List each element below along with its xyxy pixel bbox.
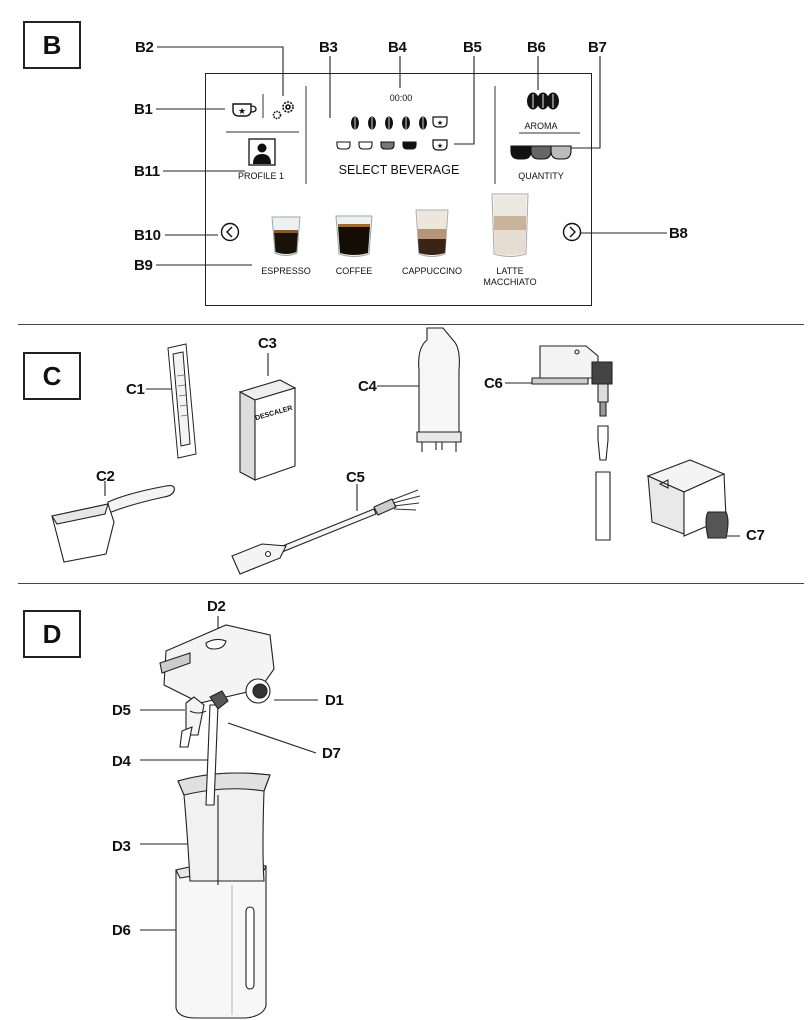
milk-tank-lid-icon — [159, 624, 275, 704]
callout-d1: D1 — [325, 692, 344, 709]
callout-b8: B8 — [669, 225, 688, 242]
beverage-latte-label-line1[interactable]: LATTE — [496, 266, 524, 276]
beverage-coffee-label[interactable]: COFFEE — [335, 266, 373, 276]
section-d-milk-carafe — [140, 616, 318, 1019]
section-label-c: C — [23, 352, 81, 400]
callout-b5: B5 — [463, 39, 482, 56]
strength-beans-icon — [351, 116, 427, 130]
callout-d3: D3 — [112, 838, 131, 855]
control-panel-screen: ★ ★ — [205, 73, 592, 306]
scroll-right-icon — [562, 222, 582, 242]
scroll-left-icon — [220, 222, 240, 242]
callout-b3: B3 — [319, 39, 338, 56]
b-leader-lines — [156, 46, 667, 266]
callout-b6: B6 — [527, 39, 546, 56]
callout-c3: C3 — [258, 335, 277, 352]
milk-spout-icon — [179, 696, 207, 748]
callout-b4: B4 — [388, 39, 407, 56]
cleaning-brush-icon — [231, 489, 421, 575]
callout-d5: D5 — [112, 702, 131, 719]
beverage-cappuccino-label[interactable]: CAPPUCCINO — [401, 266, 462, 276]
milk-tank-icon — [177, 772, 271, 885]
callout-d7: D7 — [322, 745, 341, 762]
milk-container-icon — [175, 863, 267, 1019]
callout-c7: C7 — [746, 527, 765, 544]
callout-b9: B9 — [134, 257, 153, 274]
svg-text:★: ★ — [437, 119, 443, 127]
callout-c1: C1 — [126, 381, 145, 398]
quantity-cups-icon — [336, 141, 417, 150]
callout-c6: C6 — [484, 375, 503, 392]
callout-b1: B1 — [134, 101, 153, 118]
timer-display: 00:00 — [389, 93, 413, 103]
settings-gear-icon — [272, 101, 294, 120]
froth-adjustment-knob-icon — [245, 678, 271, 704]
coffee-glass-icon — [335, 215, 373, 257]
section-c-illustrations — [51, 327, 740, 575]
callout-d6: D6 — [112, 922, 131, 939]
beverage-latte-label-line2[interactable]: MACCHIATO — [483, 277, 537, 287]
espresso-glass-icon — [271, 216, 301, 256]
quantity-star-cup-icon: ★ — [432, 139, 448, 151]
latte-macchiato-glass-icon — [491, 193, 529, 257]
favourite-cup-icon: ★ — [232, 103, 257, 117]
callout-b10: B10 — [134, 227, 161, 244]
callout-c5: C5 — [346, 469, 365, 486]
screen-graphics: ★ ★ — [220, 86, 582, 257]
descaler-box-icon — [238, 379, 297, 481]
callout-d4: D4 — [112, 753, 131, 770]
section-d-text: D — [42, 618, 62, 649]
divider-c-d — [18, 583, 804, 584]
aroma-label: AROMA — [524, 121, 558, 131]
profile-icon — [248, 138, 276, 166]
svg-text:★: ★ — [437, 142, 443, 150]
section-c-text: C — [42, 360, 62, 391]
section-label-d: D — [23, 610, 81, 658]
milk-connector-icon — [209, 690, 229, 710]
callout-b7: B7 — [588, 39, 607, 56]
hot-water-cap-icon — [646, 459, 729, 539]
divider-b-c — [18, 324, 804, 325]
quantity-label: QUANTITY — [518, 171, 564, 181]
section-label-b: B — [23, 21, 81, 69]
profile-label: PROFILE 1 — [237, 171, 284, 181]
water-filter-icon — [416, 327, 462, 452]
section-b-text: B — [42, 29, 62, 60]
strength-cup-icon: ★ — [432, 116, 448, 128]
quantity-selector-cups-icon — [510, 145, 572, 160]
callout-d2: D2 — [207, 598, 226, 615]
callout-c2: C2 — [96, 468, 115, 485]
callout-b2: B2 — [135, 39, 154, 56]
aroma-beans-icon — [527, 92, 559, 110]
measuring-scoop-icon — [51, 485, 175, 563]
select-beverage-text: SELECT BEVERAGE — [338, 163, 460, 177]
cappuccino-glass-icon — [415, 209, 449, 257]
callout-b11: B11 — [134, 163, 160, 180]
beverage-espresso-label[interactable]: ESPRESSO — [261, 266, 311, 276]
hot-water-spout-icon — [531, 345, 613, 541]
callout-c4: C4 — [358, 378, 377, 395]
water-hardness-strip-icon — [167, 343, 197, 459]
svg-text:★: ★ — [238, 106, 246, 116]
